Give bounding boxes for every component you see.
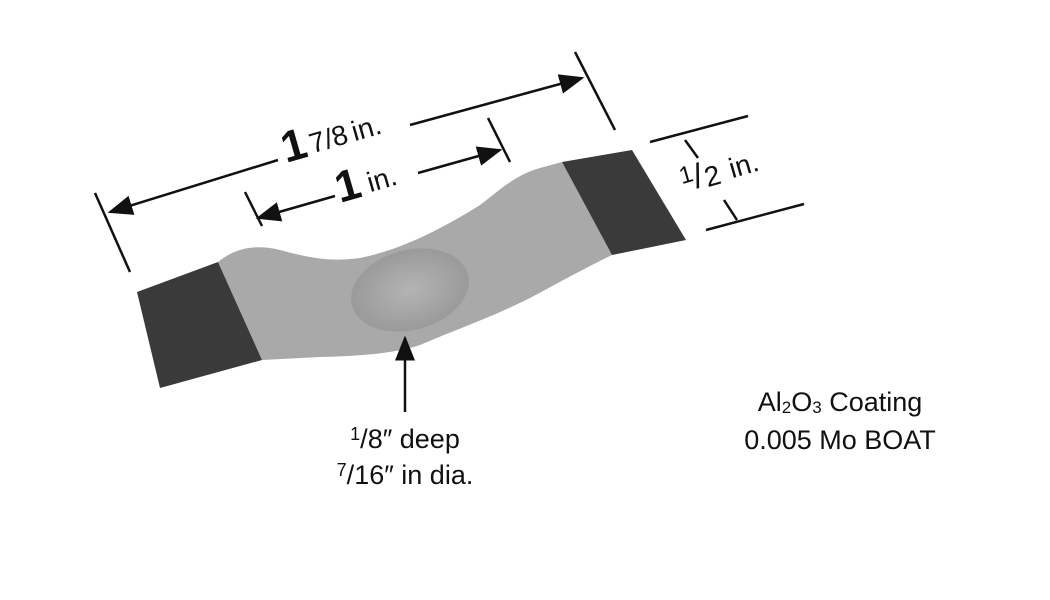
depth-denominator: 8 xyxy=(367,424,383,454)
center-dim-line-left xyxy=(255,194,336,222)
coating-subscript-3: 3 xyxy=(812,398,822,417)
extension-line xyxy=(243,191,264,227)
dimple-depth-label: 1/8″ deep xyxy=(350,424,460,454)
overall-length-label: 1 7/8 in. xyxy=(275,109,385,173)
coating-word: Coating xyxy=(821,387,923,417)
center-dim-line-right xyxy=(417,146,503,175)
center-length-label: 1 in. xyxy=(329,159,400,213)
extension-line xyxy=(573,51,617,131)
depth-text: ″ deep xyxy=(382,424,460,454)
overall-dim-line-left xyxy=(107,158,279,215)
width-extension xyxy=(649,114,749,144)
width-unit: in. xyxy=(725,146,762,184)
center-length-unit: in. xyxy=(363,160,400,198)
overall-length-whole: 1 xyxy=(275,119,312,173)
dimple-diameter-label: 7/16″ in dia. xyxy=(336,460,474,490)
left-tab xyxy=(137,262,262,388)
diameter-text: ″ in dia. xyxy=(384,460,474,490)
overall-length-unit: in. xyxy=(348,109,385,147)
center-length-whole: 1 xyxy=(329,159,366,213)
overall-length-fraction: 7/8 xyxy=(305,119,351,160)
coating-subscript-2: 2 xyxy=(781,398,792,417)
coating-o: O xyxy=(791,387,813,417)
right-tab xyxy=(562,150,686,255)
coating-label: Al2O3 Coating xyxy=(710,386,970,424)
coating-al: Al xyxy=(757,387,782,417)
overall-dim-line-right xyxy=(409,74,585,127)
depth-numerator: 1 xyxy=(350,424,361,444)
diameter-numerator: 7 xyxy=(336,460,347,480)
boat-spec-label: 0.005 Mo BOAT xyxy=(744,425,936,455)
width-extension xyxy=(705,202,805,232)
width-dim-tick xyxy=(722,199,739,221)
width-label: 1 / 2 in. xyxy=(676,146,762,196)
diameter-denominator: 16 xyxy=(354,460,385,490)
extension-line xyxy=(486,117,512,163)
dimple xyxy=(351,248,469,332)
extension-line xyxy=(93,192,132,273)
width-dim-tick xyxy=(683,139,700,159)
